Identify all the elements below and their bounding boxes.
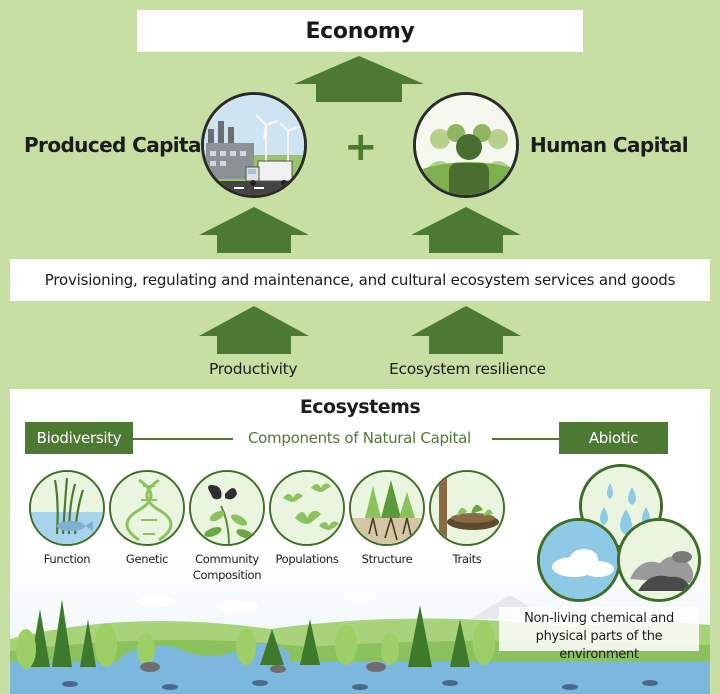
landscape-illustration (10, 592, 710, 694)
birds-icon (269, 470, 345, 546)
traits-label: Traits (452, 552, 482, 566)
populations-label: Populations (275, 552, 339, 566)
structure-label: Structure (361, 552, 413, 566)
biodiversity-connector (133, 438, 233, 440)
biodiversity-label: Biodiversity (36, 429, 122, 447)
function-label: Function (43, 552, 91, 566)
produced-capital-label: Produced Capital (24, 133, 208, 157)
rocks-icon (617, 518, 701, 602)
economy-label: Economy (305, 18, 415, 44)
up-arrow-human (411, 207, 521, 253)
up-arrow-resilience (411, 306, 521, 354)
ecosystems-title: Ecosystems (299, 396, 421, 418)
sky-clouds-icon (537, 518, 621, 602)
bird-nest-icon (429, 470, 505, 546)
ecosystem-services-box: Provisioning, regulating and maintenance… (10, 259, 710, 301)
abiotic-caption: Non-living chemical and physical parts o… (524, 611, 674, 663)
abiotic-connector (492, 438, 559, 440)
productivity-label: Productivity (209, 360, 298, 378)
fish-reeds-icon (29, 470, 105, 546)
genetic-label: Genetic (125, 552, 169, 566)
up-arrow-produced (199, 207, 309, 253)
ecosystem-resilience-label: Ecosystem resilience (389, 360, 546, 378)
dna-icon (109, 470, 185, 546)
abiotic-tag: Abiotic (559, 422, 668, 454)
up-arrow-economy (294, 56, 424, 102)
biodiversity-tag: Biodiversity (25, 422, 133, 454)
butterfly-plants-icon (189, 470, 265, 546)
economy-box: Economy (137, 10, 583, 52)
components-label: Components of Natural Capital (248, 429, 471, 447)
plus-sign: + (344, 124, 378, 170)
people-icon (413, 92, 519, 198)
up-arrow-productivity (199, 306, 309, 354)
abiotic-label: Abiotic (588, 429, 639, 447)
ecosystem-services-label: Provisioning, regulating and maintenance… (44, 271, 676, 289)
factory-truck-icon (201, 92, 307, 198)
trees-roots-icon (349, 470, 425, 546)
community-composition-label: Community Composition (192, 552, 262, 582)
human-capital-label: Human Capital (530, 133, 689, 157)
ecosystems-panel: Ecosystems Biodiversity Components of Na… (10, 389, 710, 694)
